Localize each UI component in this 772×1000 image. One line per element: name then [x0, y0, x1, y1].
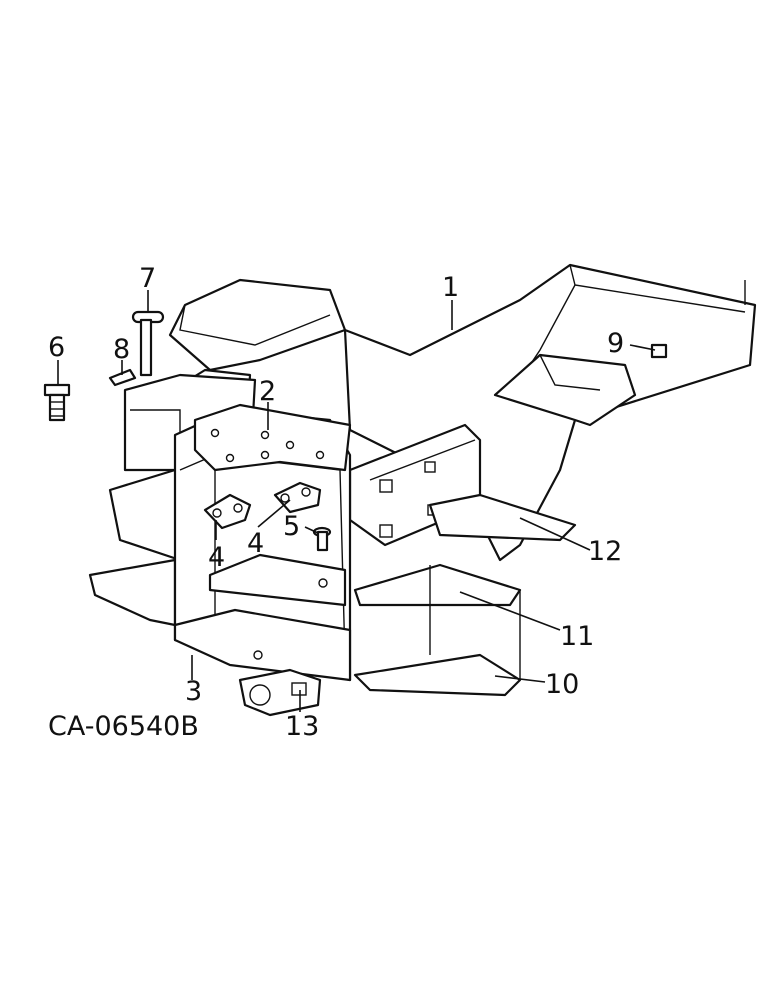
callout-11: 11 — [560, 621, 594, 652]
callout-8: 8 — [113, 334, 130, 365]
callout-4b: 4 — [247, 528, 264, 559]
callout-12: 12 — [588, 536, 622, 567]
center-mount-box — [173, 403, 352, 717]
callout-10: 10 — [545, 669, 579, 700]
callout-13: 13 — [285, 711, 319, 742]
callout-1: 1 — [442, 272, 459, 303]
callout-3: 3 — [185, 676, 202, 707]
figure-id: CA-06540B — [48, 711, 199, 742]
callout-4a: 4 — [208, 542, 225, 573]
callout-6: 6 — [48, 332, 65, 363]
loose-hardware — [43, 280, 746, 422]
leader-lines — [57, 290, 656, 712]
callouts: 1 2 3 4 4 5 6 7 8 9 10 11 12 13 — [48, 263, 624, 742]
callout-5: 5 — [283, 511, 300, 542]
callout-2: 2 — [259, 376, 276, 407]
callout-7: 7 — [139, 263, 156, 294]
callout-9: 9 — [607, 328, 624, 359]
side-plates — [353, 493, 577, 697]
